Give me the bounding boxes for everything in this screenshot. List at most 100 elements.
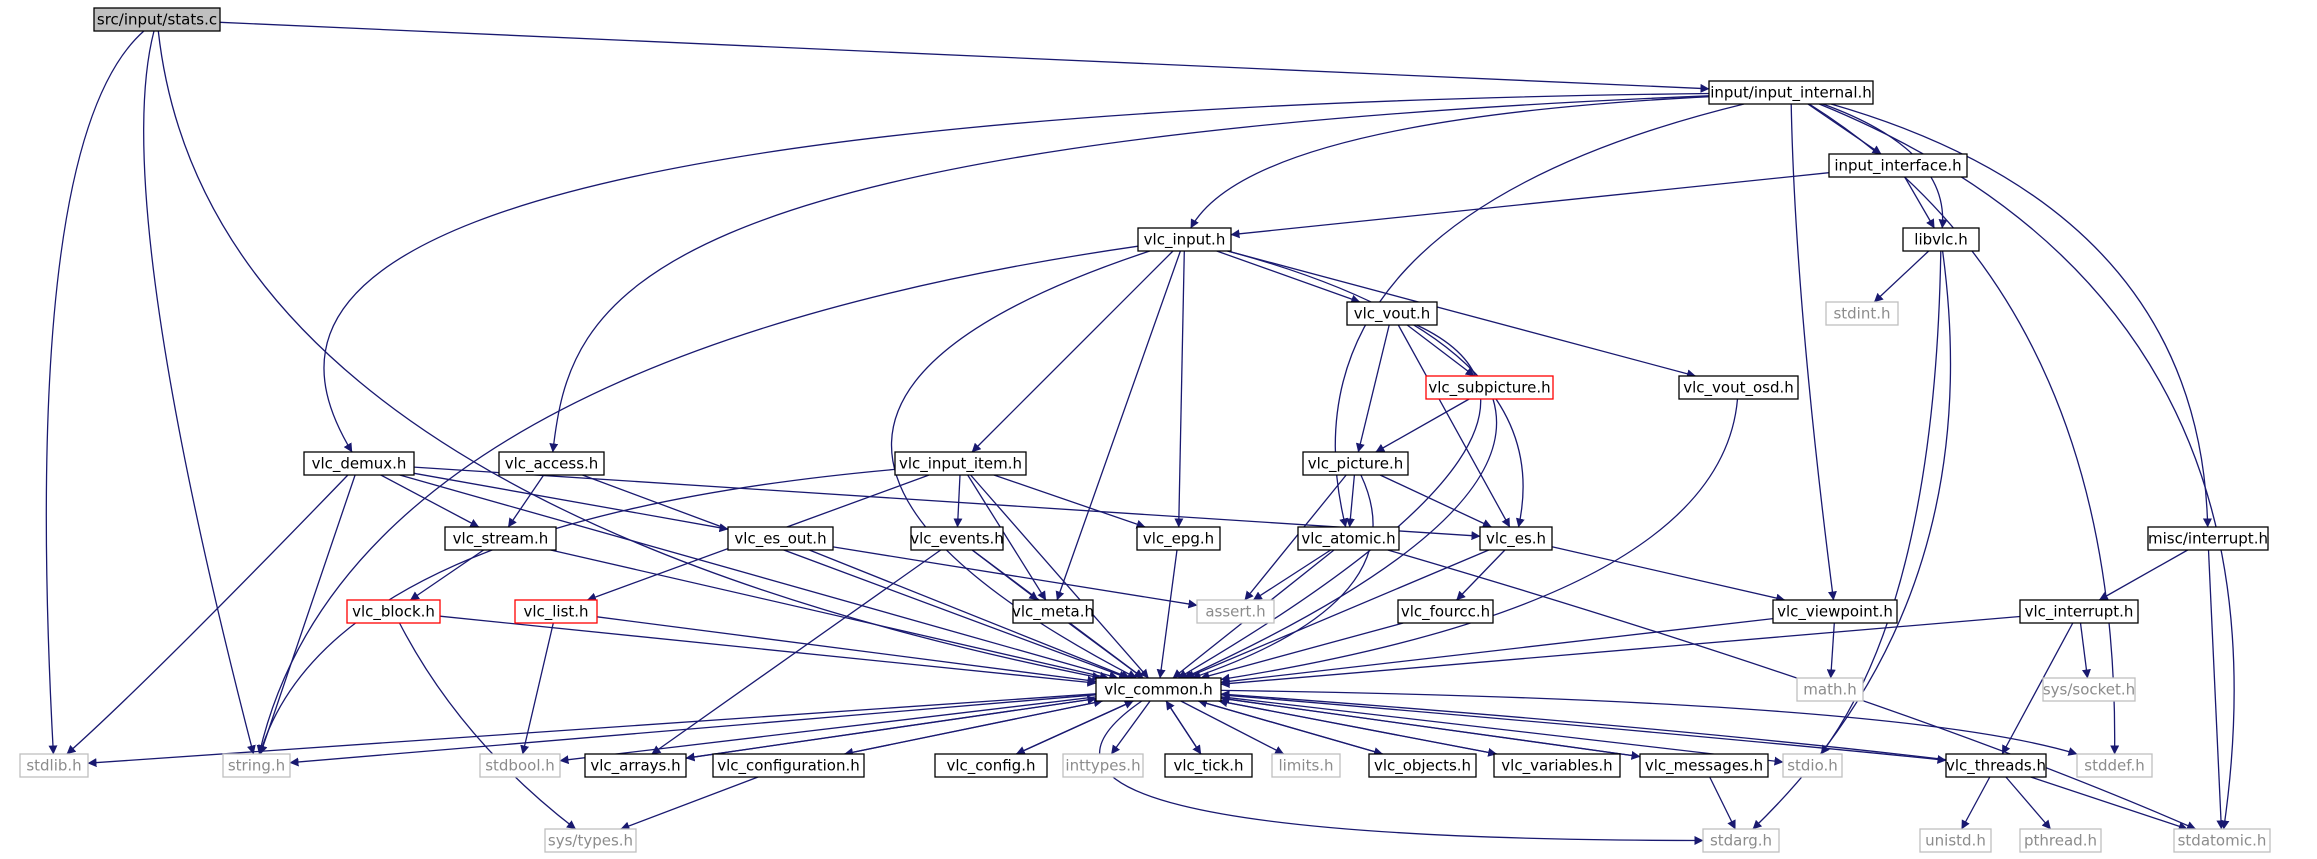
edge-input-internal-to-stddef — [1808, 103, 2120, 755]
node-vlc-messages[interactable]: vlc_messages.h — [1639, 753, 1769, 778]
node-label: assert.h — [1205, 603, 1265, 621]
edge-vlc-block-to-sys-types — [398, 622, 576, 830]
edge-vlc-threads-to-pthread — [2005, 776, 2052, 830]
node-label: vlc_stream.h — [453, 530, 549, 549]
node-vlc-meta[interactable]: vlc_meta.h — [1012, 599, 1094, 624]
node-box — [1095, 677, 1222, 702]
node-vlc-events[interactable]: vlc_events.h — [910, 526, 1004, 551]
node-box — [1425, 375, 1554, 400]
edge-vlc-es-out-to-assert — [832, 546, 1198, 609]
node-box — [1271, 753, 1341, 778]
edge-vlc-list-to-stdbool — [520, 622, 554, 755]
node-input-internal[interactable]: input/input_internal.h — [1708, 80, 1874, 105]
node-label: string.h — [228, 757, 285, 775]
node-box — [479, 753, 561, 778]
node-string: string.h — [222, 753, 291, 778]
node-label: vlc_epg.h — [1143, 530, 1214, 549]
edge-vlc-variables-to-vlc-common — [1218, 698, 1497, 755]
node-box — [2019, 599, 2139, 624]
edge-vlc-common-to-stdbool — [559, 696, 1097, 765]
node-vlc-tick[interactable]: vlc_tick.h — [1164, 753, 1253, 778]
node-vlc-list[interactable]: vlc_list.h — [514, 599, 598, 624]
node-stats-c[interactable]: src/input/stats.c — [93, 7, 221, 32]
node-vlc-fourcc[interactable]: vlc_fourcc.h — [1397, 599, 1494, 624]
node-vlc-objects[interactable]: vlc_objects.h — [1368, 753, 1477, 778]
edge-vlc-picture-to-vlc-common — [1191, 474, 1374, 680]
node-vlc-block[interactable]: vlc_block.h — [346, 599, 441, 624]
node-label: vlc_events.h — [910, 530, 1004, 549]
nodes-layer: src/input/stats.c input/input_internal.hi… — [19, 7, 2271, 853]
node-vlc-picture[interactable]: vlc_picture.h — [1302, 451, 1409, 476]
edge-vlc-vout-to-vlc-common — [1177, 324, 1482, 679]
node-box — [1196, 599, 1275, 624]
edge-vlc-objects-to-vlc-common — [1197, 699, 1383, 755]
node-vlc-threads[interactable]: vlc_threads.h — [1945, 753, 2047, 778]
node-vlc-input-item[interactable]: vlc_input_item.h — [894, 451, 1027, 476]
edge-input-internal-to-vlc-access — [549, 95, 1710, 453]
edge-vlc-vout-to-vlc-es — [1397, 324, 1511, 528]
node-vlc-demux[interactable]: vlc_demux.h — [303, 451, 415, 476]
node-vlc-variables[interactable]: vlc_variables.h — [1493, 753, 1621, 778]
edge-input-internal-to-vlc-viewpoint — [1790, 103, 1837, 601]
node-stdint: stdint.h — [1825, 301, 1899, 326]
edge-input-internal-to-vlc-atomic — [1334, 103, 1745, 528]
node-box — [1782, 753, 1843, 778]
node-vlc-config[interactable]: vlc_config.h — [934, 753, 1048, 778]
node-box — [1368, 753, 1477, 778]
edge-vlc-vout-osd-to-vlc-common — [1220, 398, 1739, 683]
edges-layer — [45, 21, 2235, 845]
node-label: vlc_viewpoint.h — [1777, 603, 1893, 622]
edge-vlc-input-to-vlc-meta — [1055, 250, 1182, 601]
node-vlc-atomic[interactable]: vlc_atomic.h — [1297, 526, 1400, 551]
node-vlc-es[interactable]: vlc_es.h — [1479, 526, 1553, 551]
edge-vlc-common-to-inttypes — [1110, 700, 1151, 755]
node-stddef: stddef.h — [2076, 753, 2153, 778]
node-vlc-viewpoint[interactable]: vlc_viewpoint.h — [1772, 599, 1898, 624]
edge-vlc-demux-to-vlc-common — [399, 474, 1119, 681]
edge-vlc-atomic-to-assert — [1252, 549, 1332, 601]
node-stdio: stdio.h — [1782, 753, 1843, 778]
node-label: vlc_configuration.h — [717, 757, 860, 776]
edge-stats-c-to-input-internal — [219, 21, 1710, 93]
node-box — [1825, 301, 1899, 326]
edge-vlc-vout-to-vlc-picture — [1355, 324, 1390, 453]
node-box — [1919, 828, 1992, 853]
edge-vlc-access-to-vlc-stream — [507, 474, 545, 528]
edge-vlc-epg-to-vlc-common — [1156, 549, 1178, 679]
edge-vlc-es-to-vlc-common — [1185, 549, 1490, 679]
edge-input-internal-to-vlc-input — [1190, 96, 1710, 229]
node-box — [1136, 526, 1221, 551]
node-vlc-vout[interactable]: vlc_vout.h — [1346, 301, 1438, 326]
node-label: inttypes.h — [1065, 757, 1140, 775]
node-box — [910, 526, 1004, 551]
node-vlc-es-out[interactable]: vlc_es_out.h — [727, 526, 834, 551]
node-vlc-configuration[interactable]: vlc_configuration.h — [712, 753, 865, 778]
node-box — [584, 753, 687, 778]
node-assert: assert.h — [1196, 599, 1275, 624]
edge-vlc-meta-to-vlc-common — [1068, 622, 1144, 679]
node-vlc-common[interactable]: vlc_common.h — [1095, 677, 1222, 702]
node-vlc-arrays[interactable]: vlc_arrays.h — [584, 753, 687, 778]
node-label: sys/types.h — [548, 832, 633, 850]
node-stdbool: stdbool.h — [479, 753, 561, 778]
node-label: vlc_atomic.h — [1301, 530, 1395, 549]
node-box — [1796, 677, 1864, 702]
node-vlc-input[interactable]: vlc_input.h — [1137, 227, 1232, 252]
node-vlc-stream[interactable]: vlc_stream.h — [444, 526, 557, 551]
node-vlc-vout-osd[interactable]: vlc_vout_osd.h — [1678, 375, 1799, 400]
node-libvlc[interactable]: libvlc.h — [1902, 227, 1980, 252]
edge-vlc-input-item-to-vlc-common — [970, 474, 1149, 679]
node-label: stdarg.h — [1710, 832, 1772, 850]
node-vlc-subpicture[interactable]: vlc_subpicture.h — [1425, 375, 1554, 400]
node-vlc-interrupt[interactable]: vlc_interrupt.h — [2019, 599, 2139, 624]
node-box — [1493, 753, 1621, 778]
edge-vlc-configuration-to-sys-types — [620, 776, 759, 831]
node-vlc-access[interactable]: vlc_access.h — [498, 451, 605, 476]
node-misc-interrupt[interactable]: misc/interrupt.h — [2147, 526, 2269, 551]
edge-vlc-demux-to-vlc-stream — [380, 474, 480, 528]
node-label: stdatomic.h — [2178, 832, 2267, 850]
node-vlc-epg[interactable]: vlc_epg.h — [1136, 526, 1221, 551]
node-unistd: unistd.h — [1919, 828, 1992, 853]
node-input-interface[interactable]: input_interface.h — [1828, 153, 1968, 178]
